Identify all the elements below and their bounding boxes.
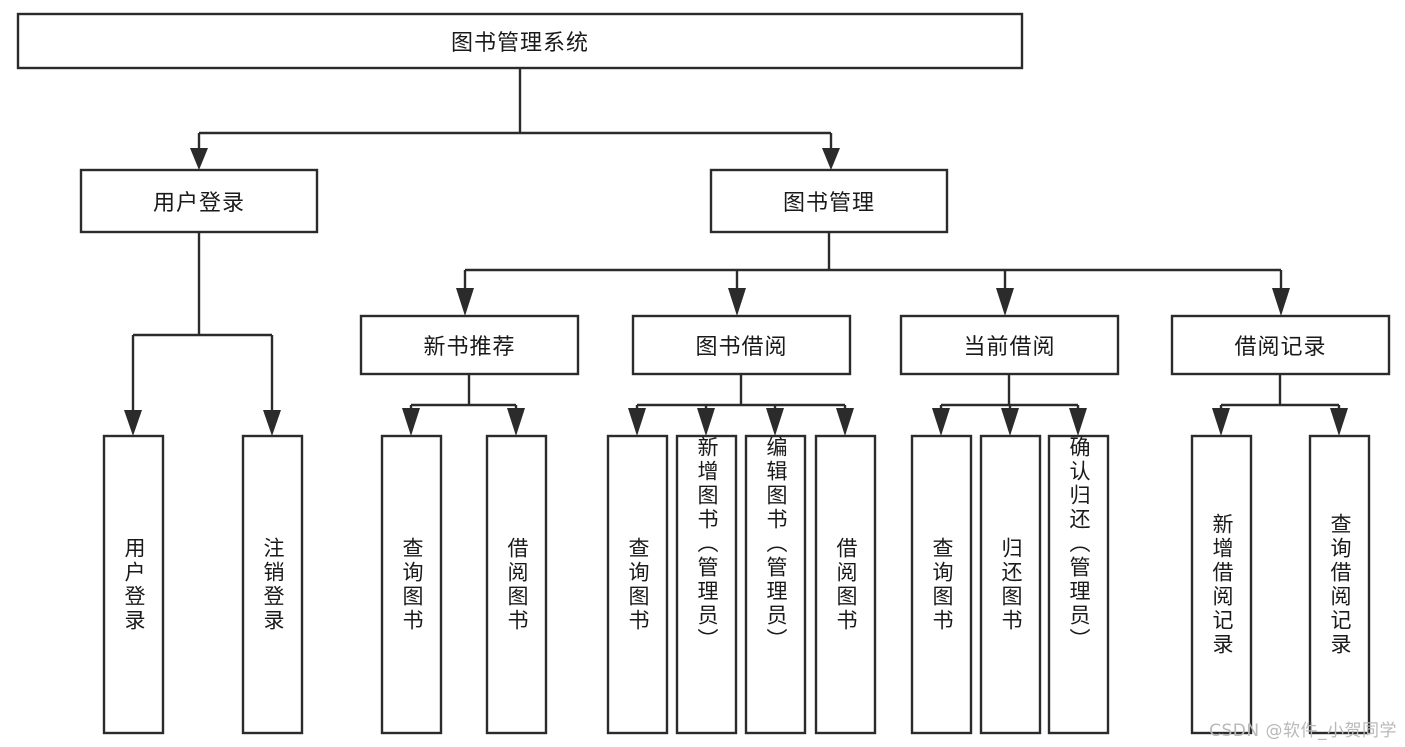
node-user-login[interactable] xyxy=(79,168,319,234)
node-leaf-user-login[interactable] xyxy=(102,434,165,735)
node-leaf-edit-book[interactable] xyxy=(744,434,807,735)
node-leaf-borrow-book-1[interactable] xyxy=(485,434,548,735)
node-leaf-query-book-2[interactable] xyxy=(606,434,669,735)
arrowhead-leaf-query-book-2 xyxy=(628,408,646,436)
arrowhead-leaf-add-record xyxy=(1212,408,1230,436)
watermark-text: CSDN @软件_小贺同学 xyxy=(1209,721,1397,741)
node-book-management[interactable] xyxy=(709,168,949,234)
arrowhead-leaf-query-book-1 xyxy=(402,408,420,436)
node-leaf-add-record[interactable] xyxy=(1190,434,1253,735)
arrowhead-to-user-login xyxy=(190,148,208,170)
node-leaf-confirm-return[interactable] xyxy=(1047,434,1110,735)
arrowhead-leaf-query-record xyxy=(1330,408,1348,436)
arrowhead-leaf-borrow-book-1 xyxy=(507,408,525,436)
arrowhead-leaf-confirm-return xyxy=(1069,408,1087,436)
node-new-book-recommend[interactable] xyxy=(359,314,580,376)
arrowhead-leaf-logout xyxy=(263,410,281,436)
arrowhead-leaf-borrow-book-2 xyxy=(836,408,854,436)
node-current-borrow[interactable] xyxy=(899,314,1120,376)
arrowhead-new-book-recommend xyxy=(456,288,474,316)
arrowhead-borrow-record xyxy=(1272,288,1290,316)
arrowhead-book-borrow xyxy=(728,288,746,316)
node-leaf-borrow-book-2[interactable] xyxy=(814,434,877,735)
node-leaf-return-book[interactable] xyxy=(979,434,1042,735)
arrowhead-leaf-add-book xyxy=(697,408,715,436)
node-leaf-logout[interactable] xyxy=(241,434,304,735)
node-leaf-query-book-1[interactable] xyxy=(380,434,443,735)
arrowhead-leaf-return-book xyxy=(1001,408,1019,436)
arrowhead-to-book-management xyxy=(822,148,840,170)
arrowhead-leaf-query-book-3 xyxy=(932,408,950,436)
arrowhead-current-borrow xyxy=(996,288,1014,316)
node-borrow-record[interactable] xyxy=(1170,314,1391,376)
arrowhead-leaf-user-login xyxy=(124,410,142,436)
node-book-borrow[interactable] xyxy=(631,314,852,376)
node-leaf-query-record[interactable] xyxy=(1308,434,1371,735)
node-leaf-query-book-3[interactable] xyxy=(910,434,973,735)
arrowhead-leaf-edit-book xyxy=(766,408,784,436)
node-root-book-management-system[interactable] xyxy=(16,12,1024,70)
node-leaf-add-book[interactable] xyxy=(675,434,738,735)
